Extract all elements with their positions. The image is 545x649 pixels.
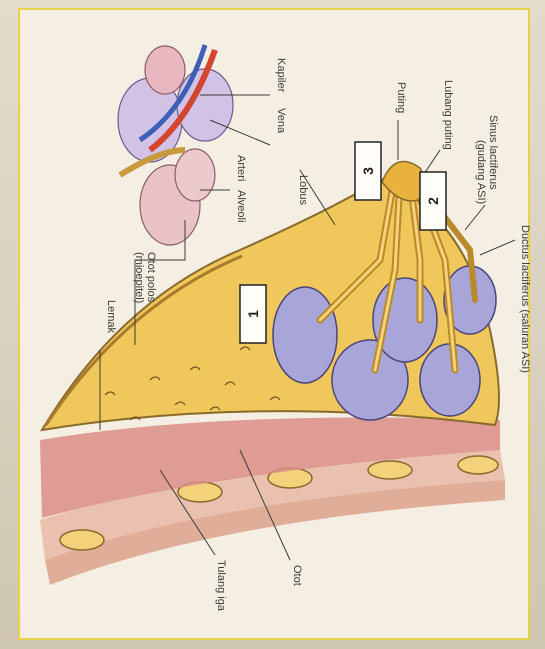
label-ductus-lactiferus: Ductus lactiferus (saluran ASI) — [519, 225, 531, 373]
label-arteri: Arteri — [235, 155, 247, 181]
marker-2: 2 — [420, 172, 446, 230]
label-lemak: Lemak — [105, 300, 117, 334]
svg-text:3: 3 — [360, 167, 376, 175]
marker-3: 3 — [355, 142, 381, 200]
label-lobus: Lobus — [297, 175, 309, 205]
label-kapiler: Kapiler — [275, 58, 287, 93]
label-vena: Vena — [275, 108, 287, 134]
alveoli-inset — [118, 45, 233, 245]
svg-text:2: 2 — [425, 197, 441, 205]
label-sinus-lactiferus: Sinus lactiferus — [487, 115, 499, 190]
label-otot-polos: Otot polos — [145, 252, 157, 303]
label-otot: Otot — [291, 565, 303, 586]
label-lubang-puting: Lubang puting — [442, 80, 454, 150]
marker-1: 1 — [240, 285, 266, 343]
label-otot-polos-sub: (mioepitel) — [133, 252, 145, 303]
label-sinus-lactiferus-sub: (gudang ASI) — [475, 140, 487, 204]
label-alveoli: Alveoli — [235, 190, 247, 222]
svg-text:1: 1 — [245, 310, 261, 318]
label-puting: Puting — [395, 82, 407, 113]
label-tulang-iga: Tulang iga — [215, 560, 227, 612]
